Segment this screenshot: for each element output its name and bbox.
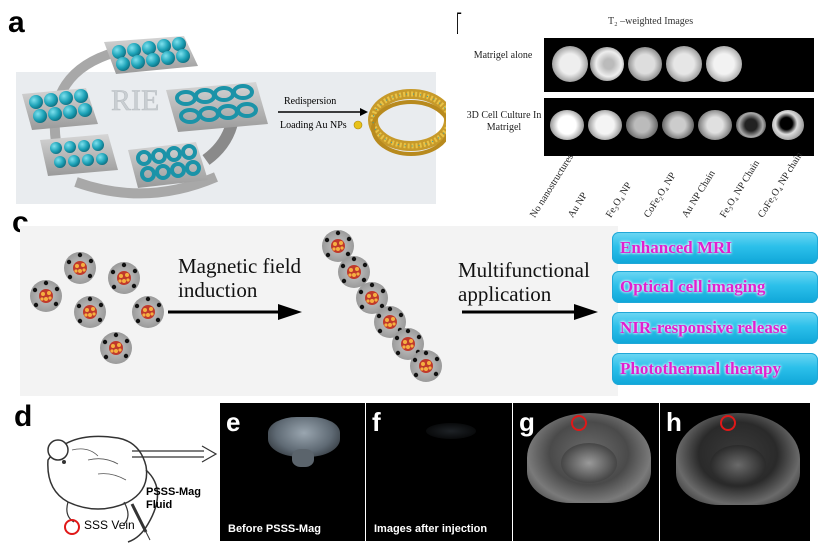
panel-g-mri: g — [513, 403, 659, 541]
panel-f-mri: f Images after injection — [366, 403, 512, 541]
panel-label-h: h — [666, 407, 682, 437]
app-label-photothermal: Photothermal therapy — [620, 359, 782, 378]
mri-strip-3d-culture — [544, 98, 814, 156]
app-label-nir: NIR-responsive release — [620, 318, 787, 337]
x-label-6: CoFe₂O₄ NP chain — [756, 150, 806, 220]
x-label-5: Fe₃O₄ NP Chain — [718, 158, 763, 220]
mri-sample — [736, 112, 766, 138]
sss-vein-circle-icon — [720, 415, 736, 431]
rie-process-diagram: RIE Redispersion Loading Au NPs — [16, 36, 454, 204]
induction-label-1: Magnetic field — [178, 254, 302, 278]
panel-label-e: e — [226, 407, 241, 437]
redispersion-text: Redispersion — [284, 96, 336, 107]
app-label-mri: Enhanced MRI — [620, 238, 732, 257]
mri-sample — [662, 111, 694, 139]
caption-before: Before PSSS-Mag — [228, 523, 321, 535]
panel-e-mri: e Before PSSS-Mag — [220, 403, 365, 541]
mri-sample — [628, 47, 662, 81]
faint-signal — [426, 423, 476, 439]
au-np-icon — [353, 120, 363, 130]
rie-label: RIE — [111, 84, 159, 117]
mouse-illustration — [47, 435, 159, 543]
mri-sample — [590, 47, 624, 81]
row-label-matrigel: Matrigel alone — [473, 50, 533, 61]
induction-label-2: induction — [178, 278, 258, 302]
panel-a-rie-schematic: RIE Redispersion Loading Au NPs — [16, 32, 454, 204]
app-pill-mri: Enhanced MRI — [612, 232, 818, 264]
panel-label-f: f — [372, 407, 381, 437]
sss-vein-label: SSS Vein — [84, 518, 135, 532]
app-pill-nir: NIR-responsive release — [612, 312, 818, 344]
spheres-tray-1 — [112, 37, 190, 71]
mri-sample — [772, 110, 804, 140]
caption-after: Images after injection — [374, 523, 488, 535]
panel-h-mri: h — [660, 403, 810, 541]
panel-c-diagram — [30, 230, 598, 382]
fluid-label-2: Fluid — [146, 499, 173, 511]
panel-b-title: T₂ –weighted Images — [608, 16, 694, 27]
mri-sample — [550, 110, 584, 140]
mri-sample — [698, 110, 732, 140]
app-pill-optical: Optical cell imaging — [612, 271, 818, 303]
panel-label-g: g — [519, 407, 535, 437]
mri-sample — [666, 46, 702, 82]
fluid-label-1: PSSS-Mag — [146, 486, 202, 498]
mouse-ear — [47, 439, 69, 461]
loading-au-text: Loading Au NPs — [280, 120, 347, 131]
nanoparticle-chain — [322, 230, 442, 382]
app-label-optical: Optical cell imaging — [620, 277, 766, 296]
mri-sample — [552, 46, 588, 82]
application-label-2: application — [458, 282, 552, 306]
sss-vein-marker-icon — [64, 519, 80, 535]
inner-structure — [561, 443, 617, 483]
row-label-3d-culture: 3D Cell Culture In Matrigel — [466, 110, 542, 133]
mouse-body — [47, 435, 148, 510]
app-pill-photothermal: Photothermal therapy — [612, 353, 818, 385]
mri-sample — [588, 110, 622, 140]
x-label-3: CoFe₂O₄ NP — [642, 170, 679, 220]
brainstem-signal — [292, 449, 314, 467]
sss-vein-circle-icon — [571, 415, 587, 431]
mri-sample — [706, 46, 742, 82]
injection-arrow-icon — [132, 445, 218, 463]
mri-sample — [626, 111, 658, 139]
application-label-1: Multifunctional — [458, 258, 590, 282]
x-label-2: Fe₃O₄ NP — [604, 180, 635, 220]
x-label-4: Au NP Chain — [680, 168, 718, 220]
dispersed-nanoparticles — [30, 252, 164, 364]
syringe — [130, 503, 148, 533]
panel-label-a: a — [8, 6, 25, 39]
mri-strip-matrigel — [544, 38, 814, 92]
mouse-tail — [127, 469, 159, 543]
panel-label-d: d — [14, 400, 33, 433]
panel-b-mri-grid: T₂ –weighted Images Matrigel alone 3D Ce… — [458, 14, 816, 220]
inner-structure — [710, 445, 766, 485]
x-label-1: Au NP — [566, 190, 590, 220]
